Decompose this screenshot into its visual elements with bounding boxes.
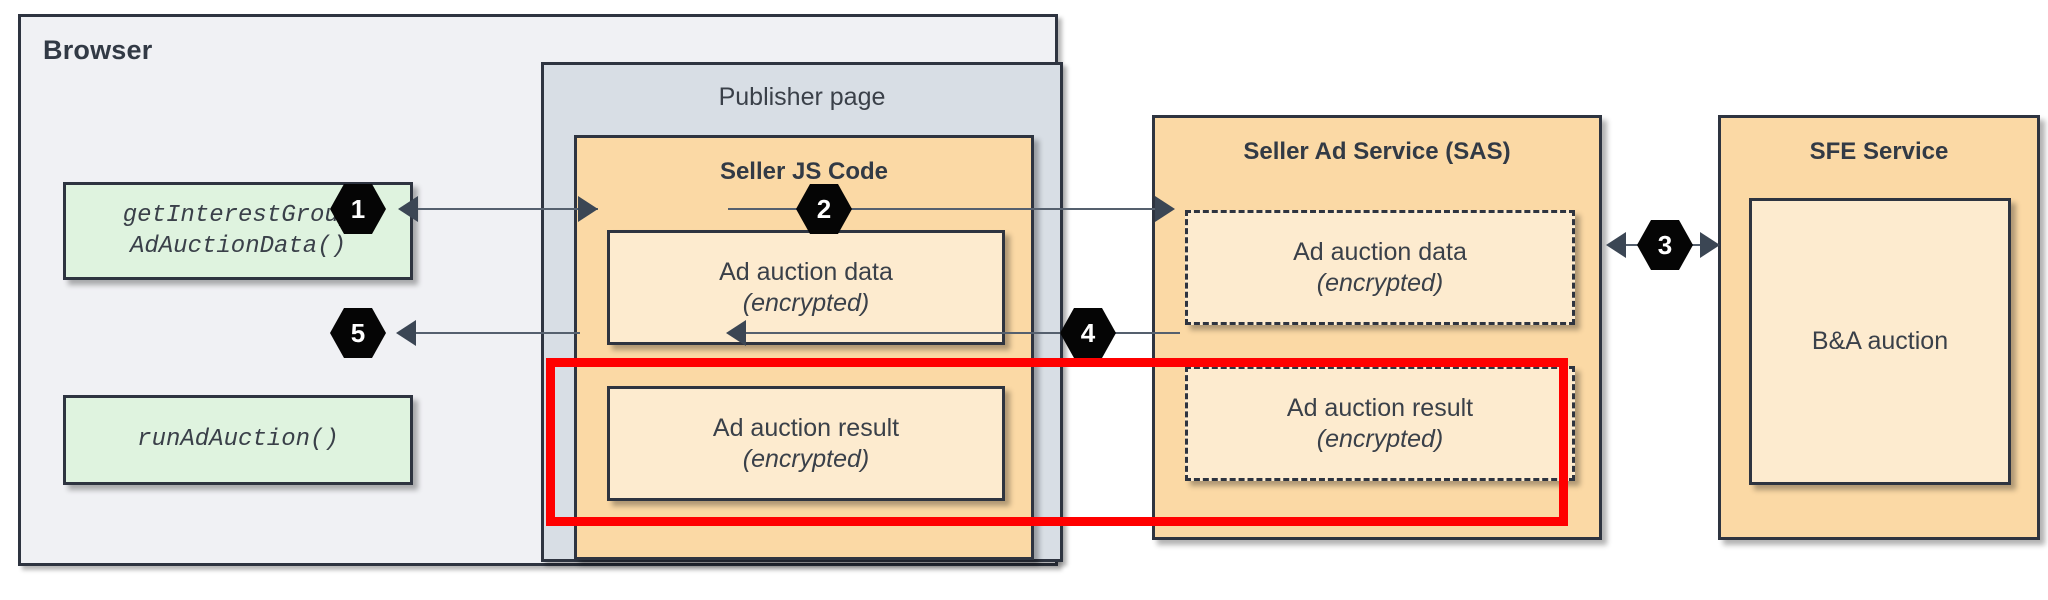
arrow-left-3 [1606, 232, 1626, 258]
connector-line-4 [730, 332, 1180, 334]
browser-container: Browser getInterestGroup AdAuctionData()… [18, 14, 1063, 566]
box-sublabel: (encrypted) [1316, 424, 1444, 453]
box-label: Ad auction result [712, 414, 900, 442]
arrow-left-5 [396, 320, 416, 346]
publisher-page-label: Publisher page [718, 83, 886, 111]
box-sublabel: (encrypted) [1316, 268, 1444, 297]
api-label-line1: runAdAuction() [137, 426, 339, 454]
seller-js-ad-auction-result-box[interactable]: Ad auction result (encrypted) [607, 386, 1005, 501]
sas-ad-auction-result-box[interactable]: Ad auction result (encrypted) [1185, 366, 1575, 481]
box-label: Ad auction data [719, 258, 893, 286]
arrow-left-1 [398, 196, 418, 222]
publisher-page-container: Publisher page Seller JS Code Ad auction… [541, 62, 1063, 562]
box-label: Ad auction result [1286, 394, 1474, 422]
step-badge-1: 1 [330, 184, 386, 234]
sas-ad-auction-data-box[interactable]: Ad auction data (encrypted) [1185, 210, 1575, 325]
step-badge-4: 4 [1060, 308, 1116, 358]
seller-js-code-container: Seller JS Code Ad auction data (encrypte… [574, 135, 1034, 560]
arrow-right-2 [1155, 196, 1175, 222]
arrow-left-4 [726, 320, 746, 346]
seller-ad-service-title: Seller Ad Service (SAS) [1243, 138, 1511, 165]
box-sublabel: (encrypted) [742, 288, 870, 317]
api-label-line1: getInterestGroup [122, 201, 354, 229]
connector-line-1 [400, 208, 598, 210]
sfe-service-title: SFE Service [1809, 138, 1949, 165]
arrow-right-1 [578, 196, 598, 222]
box-label: Ad auction data [1293, 238, 1467, 266]
seller-ad-service-container: Seller Ad Service (SAS) Ad auction data … [1152, 115, 1602, 540]
connector-line-2 [728, 208, 1173, 210]
connector-line-5 [400, 332, 580, 334]
browser-label: Browser [43, 35, 153, 65]
arrow-right-3 [1700, 232, 1720, 258]
step-badge-3: 3 [1637, 220, 1693, 270]
sfe-service-container: SFE Service B&A auction [1718, 115, 2040, 540]
box-label: B&A auction [1811, 327, 1949, 356]
api-label-line2: AdAuctionData() [129, 233, 347, 260]
bna-auction-box[interactable]: B&A auction [1749, 198, 2011, 485]
seller-js-code-title: Seller JS Code [719, 158, 889, 185]
api-box-run-ad-auction[interactable]: runAdAuction() [63, 395, 413, 485]
seller-js-ad-auction-data-box[interactable]: Ad auction data (encrypted) [607, 230, 1005, 345]
step-badge-5: 5 [330, 308, 386, 358]
box-sublabel: (encrypted) [742, 444, 870, 473]
